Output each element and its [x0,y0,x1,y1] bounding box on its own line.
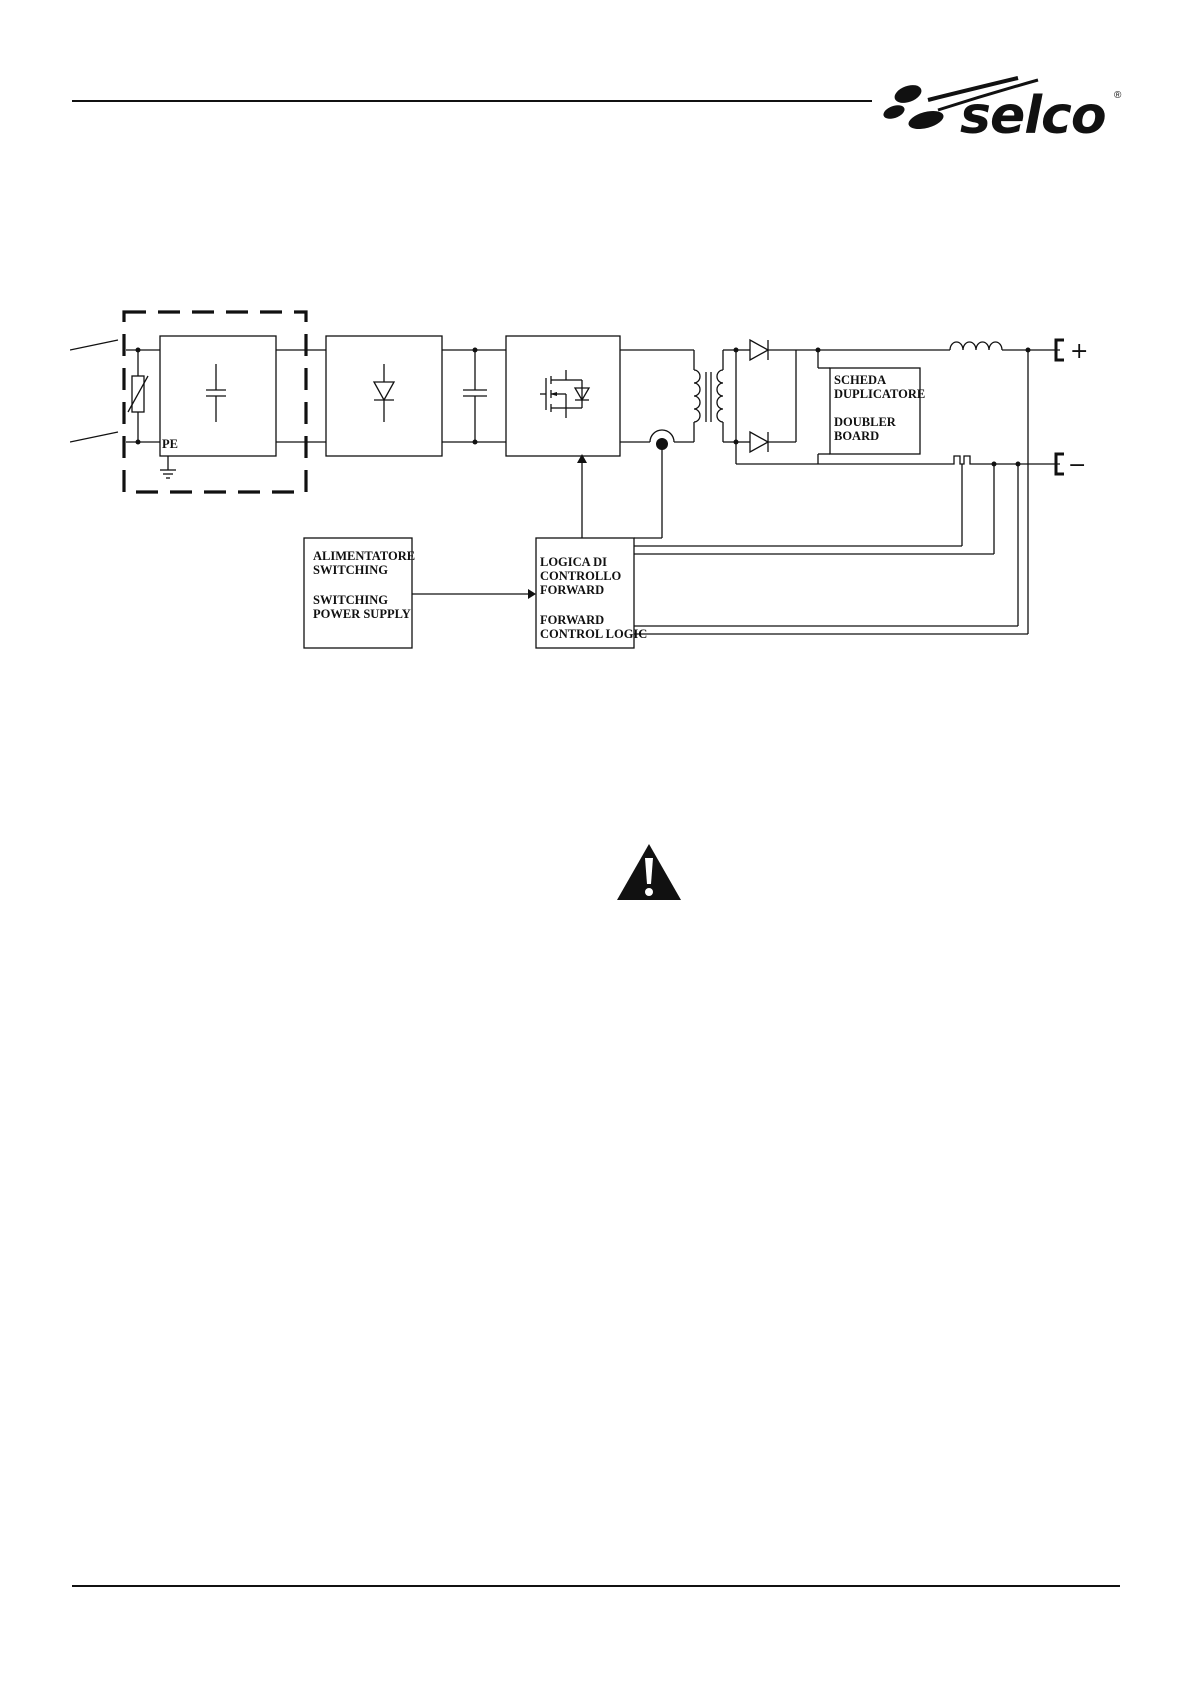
filter-enclosure [124,312,306,492]
psu-label-4: POWER SUPPLY [313,607,411,621]
psu-label-3: SWITCHING [313,593,388,607]
doubler-label-2: DUPLICATORE [834,387,925,401]
terminal-minus-label: − [1068,453,1086,478]
terminal-plus-label: + [1070,339,1088,364]
doubler-label-1: SCHEDA [834,373,886,387]
pe-label: PE [162,437,178,451]
registered-mark: ® [1114,90,1121,101]
current-sensor-dot [656,438,668,450]
header-rule [72,100,872,102]
logic-label-1: LOGICA DI [540,555,607,569]
rectifier-block [326,336,442,456]
inverter-block [506,336,620,456]
transformer-primary-icon [694,370,700,422]
rectifier-diode-icon [374,382,394,400]
logic-label-5: CONTROL LOGIC [540,627,647,641]
doubler-label-3: DOUBLER [834,415,897,429]
arrow-to-logic [528,589,536,599]
logic-label-3: FORWARD [540,583,604,597]
block-diagram: PE SCHEDA DUPLICATORE DOUBLER BOARD ALIM… [70,300,1120,680]
input-line-top [70,340,118,350]
brand-name: selco [960,86,1106,146]
logic-label-4: FORWARD [540,613,604,627]
doubler-label-4: BOARD [834,429,879,443]
warning-triangle-icon [615,842,683,902]
mosfet-icon [540,370,589,418]
psu-label-2: SWITCHING [313,563,388,577]
input-line-bottom [70,432,118,442]
output-diode-top-icon [750,340,768,360]
shunt-icon [948,456,976,464]
footer-rule [72,1585,1120,1587]
output-inductor-icon [950,342,1002,350]
logic-label-2: CONTROLLO [540,569,622,583]
psu-label-1: ALIMENTATORE [313,549,415,563]
output-diode-bottom-icon [750,432,768,452]
transformer-secondary-icon [717,370,723,422]
